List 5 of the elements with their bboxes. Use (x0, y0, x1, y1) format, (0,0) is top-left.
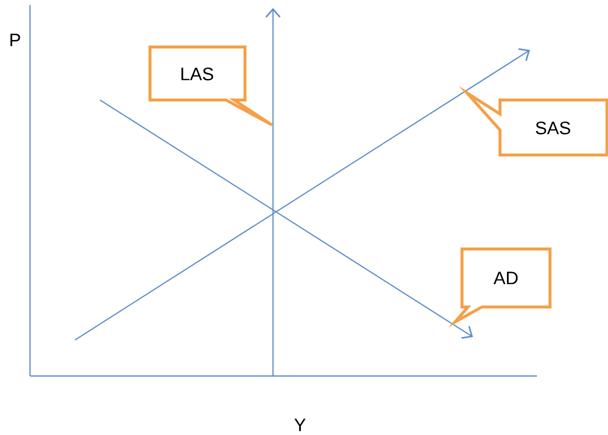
axis-label: Y (294, 418, 306, 432)
axis-label: P (10, 34, 20, 46)
callout: SAS (458, 86, 608, 156)
callout: LAS (148, 46, 274, 126)
callout: AD (448, 247, 552, 328)
